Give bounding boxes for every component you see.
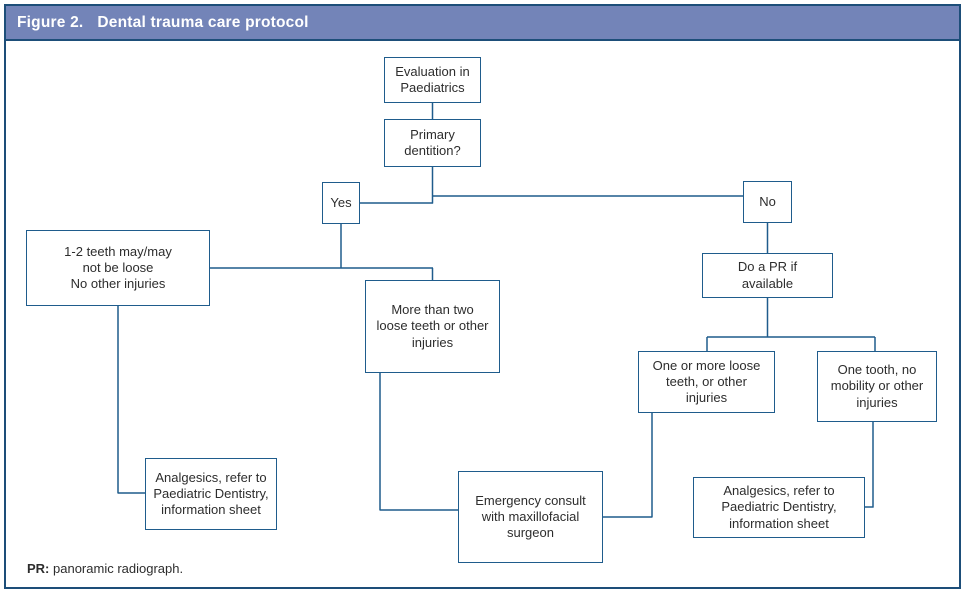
- flow-node-one-tooth: One tooth, no mobility or other injuries: [817, 351, 937, 422]
- footnote-text: panoramic radiograph.: [53, 561, 184, 576]
- flow-node-no: No: [743, 181, 792, 223]
- flow-node-one-or-more-loose: One or more loose teeth, or other injuri…: [638, 351, 775, 413]
- flow-node-do-a-pr: Do a PR if available: [702, 253, 833, 298]
- flow-node-primary-dentition: Primary dentition?: [384, 119, 481, 167]
- figure-header: Figure 2. Dental trauma care protocol: [4, 4, 961, 41]
- flow-node-more-than-two: More than two loose teeth or other injur…: [365, 280, 500, 373]
- flow-node-analgesics-left: Analgesics, refer to Paediatric Dentistr…: [145, 458, 277, 530]
- figure-title: Dental trauma care protocol: [97, 13, 309, 31]
- footnote: PR: panoramic radiograph.: [27, 561, 183, 576]
- footnote-abbr: PR:: [27, 561, 50, 576]
- flow-node-analgesics-right: Analgesics, refer to Paediatric Dentistr…: [693, 477, 865, 538]
- figure-number: Figure 2.: [17, 13, 84, 31]
- flow-node-emergency-consult: Emergency consult with maxillofacial sur…: [458, 471, 603, 563]
- flow-node-evaluation: Evaluation in Paediatrics: [384, 57, 481, 103]
- flow-node-yes: Yes: [322, 182, 360, 224]
- flow-node-teeth-1-2: 1-2 teeth may/may not be loose No other …: [26, 230, 210, 306]
